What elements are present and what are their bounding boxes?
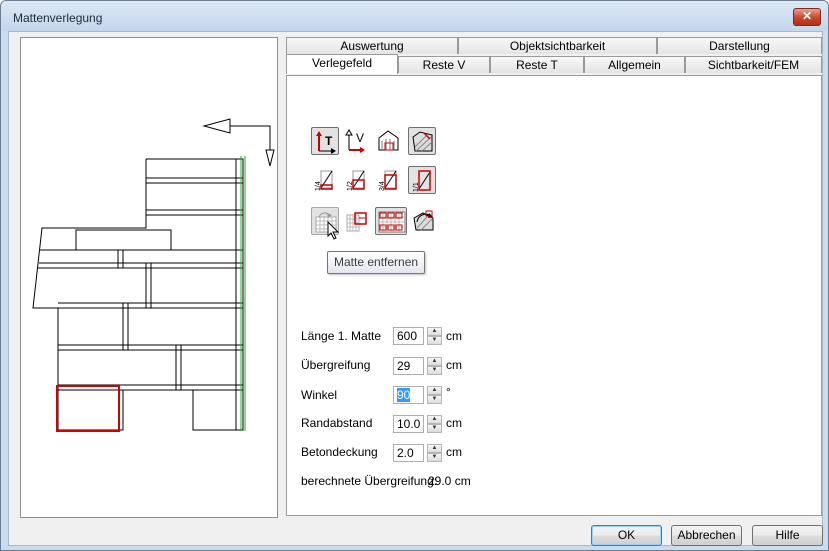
tab-auswertung[interactable]: Auswertung [286, 37, 458, 54]
layout-preview[interactable] [20, 37, 278, 518]
remove-mat-button[interactable] [311, 207, 340, 240]
arrow-head-down [265, 149, 275, 167]
svg-text:V: V [356, 131, 364, 145]
mat-grid-icon [378, 211, 406, 233]
winkel-input[interactable]: 90 [393, 386, 424, 404]
svg-text:1/4: 1/4 [315, 181, 322, 191]
winkel-selected-text: 90 [397, 388, 411, 402]
tab-reste-v[interactable]: Reste V [398, 56, 490, 73]
label-box [75, 229, 172, 251]
label-betondeckung: Betondeckung [301, 445, 378, 459]
spin-down-icon[interactable]: ▼ [427, 366, 442, 375]
mouse-cursor-icon [327, 221, 340, 240]
spin-down-icon[interactable]: ▼ [427, 395, 442, 404]
spin-down-icon[interactable]: ▼ [427, 453, 442, 462]
tooltip-remove-mat: Matte entfernen [327, 251, 426, 274]
label-uebergreifung: Übergreifung [301, 358, 371, 372]
close-button[interactable]: ✕ [793, 8, 821, 26]
tab-reste-t[interactable]: Reste T [490, 56, 584, 73]
label-laenge: Länge 1. Matte [301, 329, 382, 343]
tab-allgemein[interactable]: Allgemein [584, 56, 685, 73]
spin-up-icon[interactable]: ▲ [427, 357, 442, 366]
laenge-input[interactable]: 600 [393, 327, 424, 345]
length-three-fourths-icon: 3/4 [379, 170, 397, 191]
betondeckung-input[interactable]: 2.0 [393, 444, 424, 462]
spin-up-icon[interactable]: ▲ [427, 415, 442, 424]
help-button[interactable]: Hilfe [752, 525, 823, 546]
betondeckung-unit: cm [446, 445, 462, 459]
title-bar[interactable]: Mattenverlegung ✕ [1, 1, 828, 31]
tab-strip: Auswertung Objektsichtbarkeit Darstellun… [286, 37, 822, 77]
tab-darstellung[interactable]: Darstellung [657, 37, 822, 54]
hatched-area-icon [412, 131, 433, 152]
uebergreifung-unit: cm [446, 358, 462, 372]
spin-up-icon[interactable]: ▲ [427, 327, 442, 336]
length-one-fourth-button[interactable]: 1/4 [311, 166, 339, 194]
length-three-fourths-button[interactable]: 3/4 [375, 166, 403, 194]
length-one-fourth-icon: 1/4 [315, 170, 333, 191]
spin-down-icon[interactable]: ▼ [427, 336, 442, 345]
label-winkel: Winkel [301, 388, 338, 402]
tab-sichtbarkeit-fem[interactable]: Sichtbarkeit/FEM [685, 56, 822, 73]
cancel-button[interactable]: Abbrechen [671, 525, 742, 546]
svg-text:1/1: 1/1 [413, 182, 420, 192]
calc-overlap-label: berechnete Übergreifung: [301, 474, 438, 488]
svg-text:T: T [325, 134, 333, 148]
window-title: Mattenverlegung [13, 11, 103, 25]
label-randabstand: Randabstand [301, 416, 373, 430]
tab-panel-verlegefeld: T V [286, 75, 822, 516]
dialog-client: Auswertung Objektsichtbarkeit Darstellun… [8, 31, 823, 546]
betondeckung-spinner[interactable]: ▲▼ [427, 444, 442, 462]
tab-verlegefeld[interactable]: Verlegefeld [286, 54, 398, 74]
uebergreifung-input[interactable]: 29 [393, 357, 424, 375]
hatched-area-button[interactable] [408, 127, 436, 155]
length-one-half-icon: 1/2 [347, 170, 365, 191]
selected-mat [56, 385, 120, 432]
randabstand-unit: cm [446, 416, 462, 430]
mesh-direction-v-button[interactable]: V [343, 127, 371, 155]
wall-drawing [32, 118, 275, 432]
laenge-spinner[interactable]: ▲▼ [427, 327, 442, 345]
rotate-mat-button[interactable] [410, 207, 438, 235]
close-icon: ✕ [801, 9, 813, 23]
randabstand-input[interactable]: 10.0 [393, 415, 424, 433]
spin-up-icon[interactable]: ▲ [427, 444, 442, 453]
ok-button[interactable]: OK [591, 525, 662, 546]
laenge-unit: cm [446, 329, 462, 343]
insert-mat-button[interactable] [343, 207, 371, 235]
rotate-mat-icon [413, 210, 434, 231]
mesh-direction-t-icon: T [316, 131, 336, 154]
spin-up-icon[interactable]: ▲ [427, 386, 442, 395]
winkel-unit: ° [446, 385, 451, 399]
calc-overlap-value: 29.0 cm [428, 474, 471, 488]
polygon-area-button[interactable] [375, 127, 403, 155]
wall-outline [32, 158, 244, 431]
length-one-half-button[interactable]: 1/2 [343, 166, 371, 194]
polygon-area-icon [378, 130, 399, 151]
length-full-icon: 1/1 [413, 170, 431, 192]
spin-down-icon[interactable]: ▼ [427, 424, 442, 433]
insert-mat-icon [346, 212, 367, 232]
svg-text:1/2: 1/2 [347, 181, 354, 191]
uebergreifung-spinner[interactable]: ▲▼ [427, 357, 442, 375]
length-full-button[interactable]: 1/1 [408, 166, 436, 194]
arrow-head-left [202, 118, 231, 134]
mesh-direction-t-button[interactable]: T [311, 127, 339, 155]
svg-text:3/4: 3/4 [379, 181, 386, 191]
tab-objektsichtbarkeit[interactable]: Objektsichtbarkeit [458, 37, 657, 54]
arrow-line [230, 125, 271, 150]
mesh-direction-v-icon: V [345, 129, 365, 153]
mat-grid-button[interactable] [375, 207, 407, 235]
randabstand-spinner[interactable]: ▲▼ [427, 415, 442, 433]
winkel-spinner[interactable]: ▲▼ [427, 386, 442, 404]
